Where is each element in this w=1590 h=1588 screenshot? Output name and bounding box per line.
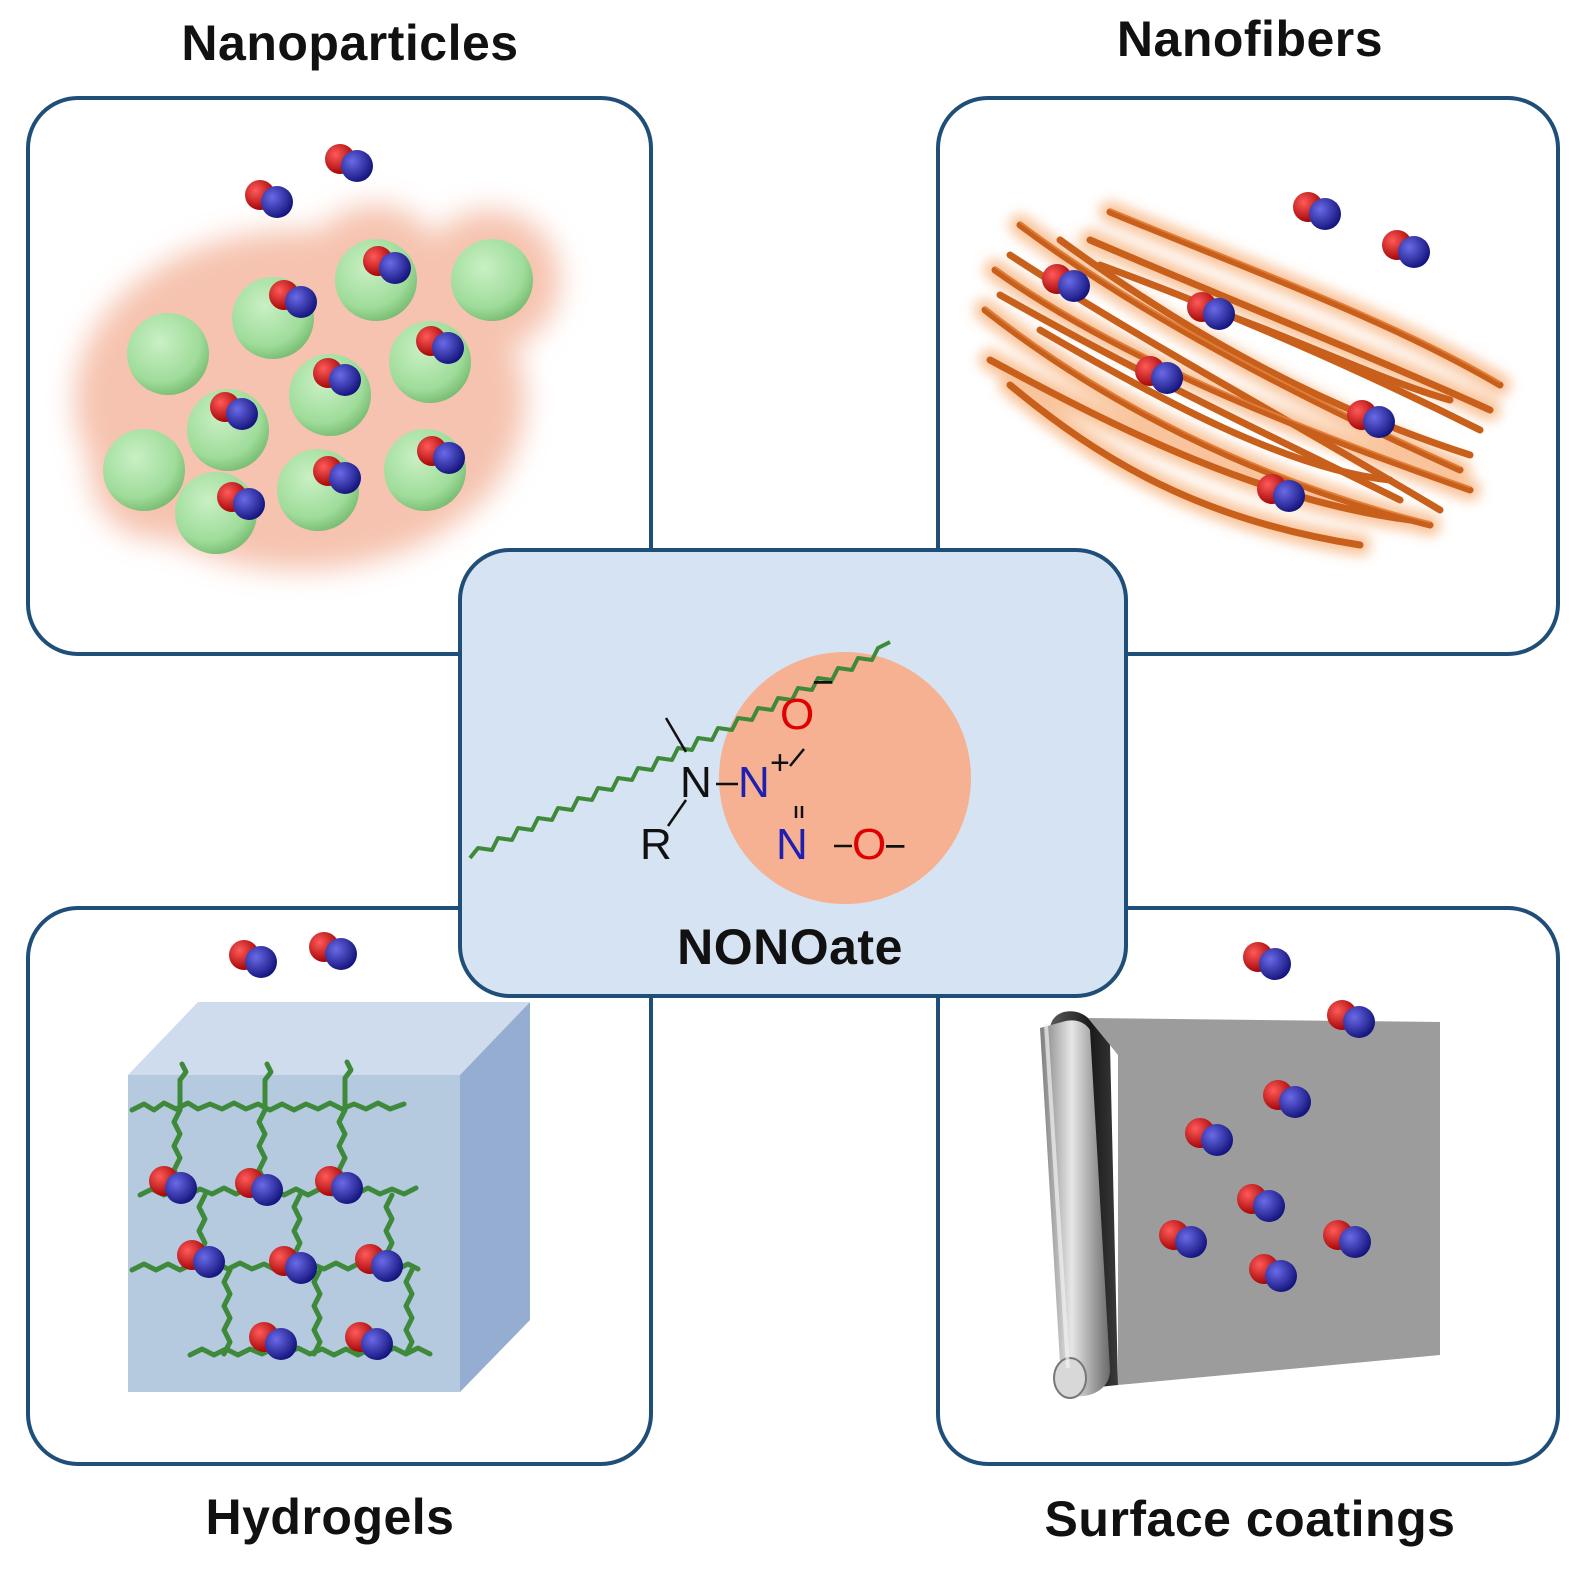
surface-coatings-title: Surface coatings [1044, 1491, 1456, 1547]
hydrogels-illustration [128, 932, 530, 1392]
nanofibers-illustration [974, 192, 1511, 556]
amine-nitrogen: N [680, 758, 712, 807]
diazeniumdiolate-nitrogen-plus: N [738, 758, 770, 807]
chemical-bonds [664, 717, 852, 848]
polymer-chain [468, 640, 891, 860]
nanofibers-title: Nanofibers [1116, 11, 1384, 67]
negative-charge-top: − [812, 662, 835, 704]
nonoate-group-highlight [719, 652, 971, 904]
surface-coatings-illustration [1040, 942, 1440, 1399]
r-group: R [640, 820, 672, 869]
positive-charge: + [770, 744, 790, 782]
oxygen-right: O [852, 820, 887, 869]
nanoparticles-illustration [75, 144, 560, 570]
hydrogels-title: Hydrogels [205, 1489, 455, 1545]
oxygen-top: O [780, 690, 815, 739]
nonoate-label: NONOate [677, 919, 903, 975]
nanoparticles-title: Nanoparticles [181, 15, 519, 71]
diazeniumdiolate-nitrogen: N [776, 820, 808, 869]
negative-charge-right: − [884, 826, 907, 868]
